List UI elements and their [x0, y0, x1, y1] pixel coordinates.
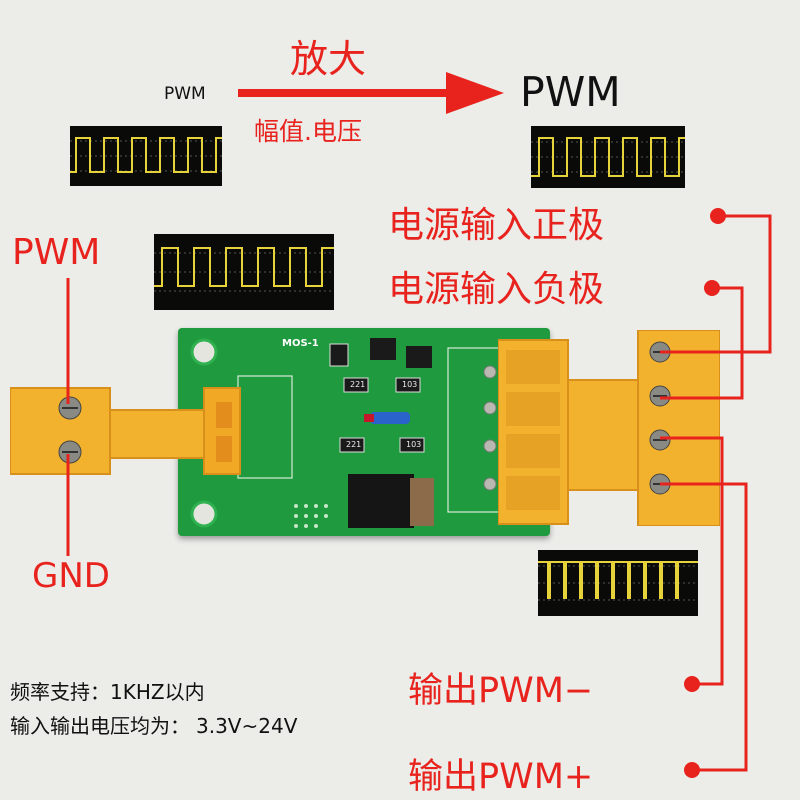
gnd-terminal-label: GND — [32, 556, 110, 596]
spec-voltage-label: 输入输出电压均为： — [10, 714, 190, 738]
output-minus-label: 输出PWM− — [408, 671, 594, 711]
pwm-input-terminal-label: PWM — [12, 232, 101, 273]
scope-pwm-input — [154, 234, 334, 310]
pwm-input-label: PWM — [164, 84, 206, 104]
chip-label-4: 103 — [406, 440, 422, 449]
chip-label-1: 221 — [350, 380, 366, 389]
amplify-label: 放大 — [290, 37, 367, 81]
pwm-output-title: PWM — [520, 68, 621, 116]
scope-output-bottom — [538, 550, 698, 616]
spec-frequency: 频率支持：1KHZ以内 — [10, 676, 205, 705]
scope-output-top — [531, 126, 685, 188]
spec-voltage: 输入输出电压均为：3.3V~24V — [10, 710, 297, 739]
input-terminal-block — [9, 382, 250, 480]
scope-input-small — [70, 126, 222, 186]
chip-label-2: 103 — [402, 380, 418, 389]
amplify-arrow — [238, 72, 504, 114]
amplitude-voltage-label: 幅值.电压 — [254, 117, 362, 146]
spec-voltage-value: 3.3V~24V — [196, 714, 298, 738]
output-terminal-block — [497, 329, 721, 527]
spec-frequency-value: 1KHZ以内 — [110, 680, 205, 704]
spec-frequency-label: 频率支持： — [10, 680, 110, 704]
output-plus-label: 输出PWM+ — [408, 757, 594, 797]
chip-label-3: 221 — [346, 440, 362, 449]
board-silkscreen: MOS-1 — [282, 338, 319, 349]
power-negative-label: 电源输入负极 — [388, 269, 605, 310]
power-positive-label: 电源输入正极 — [388, 205, 605, 246]
